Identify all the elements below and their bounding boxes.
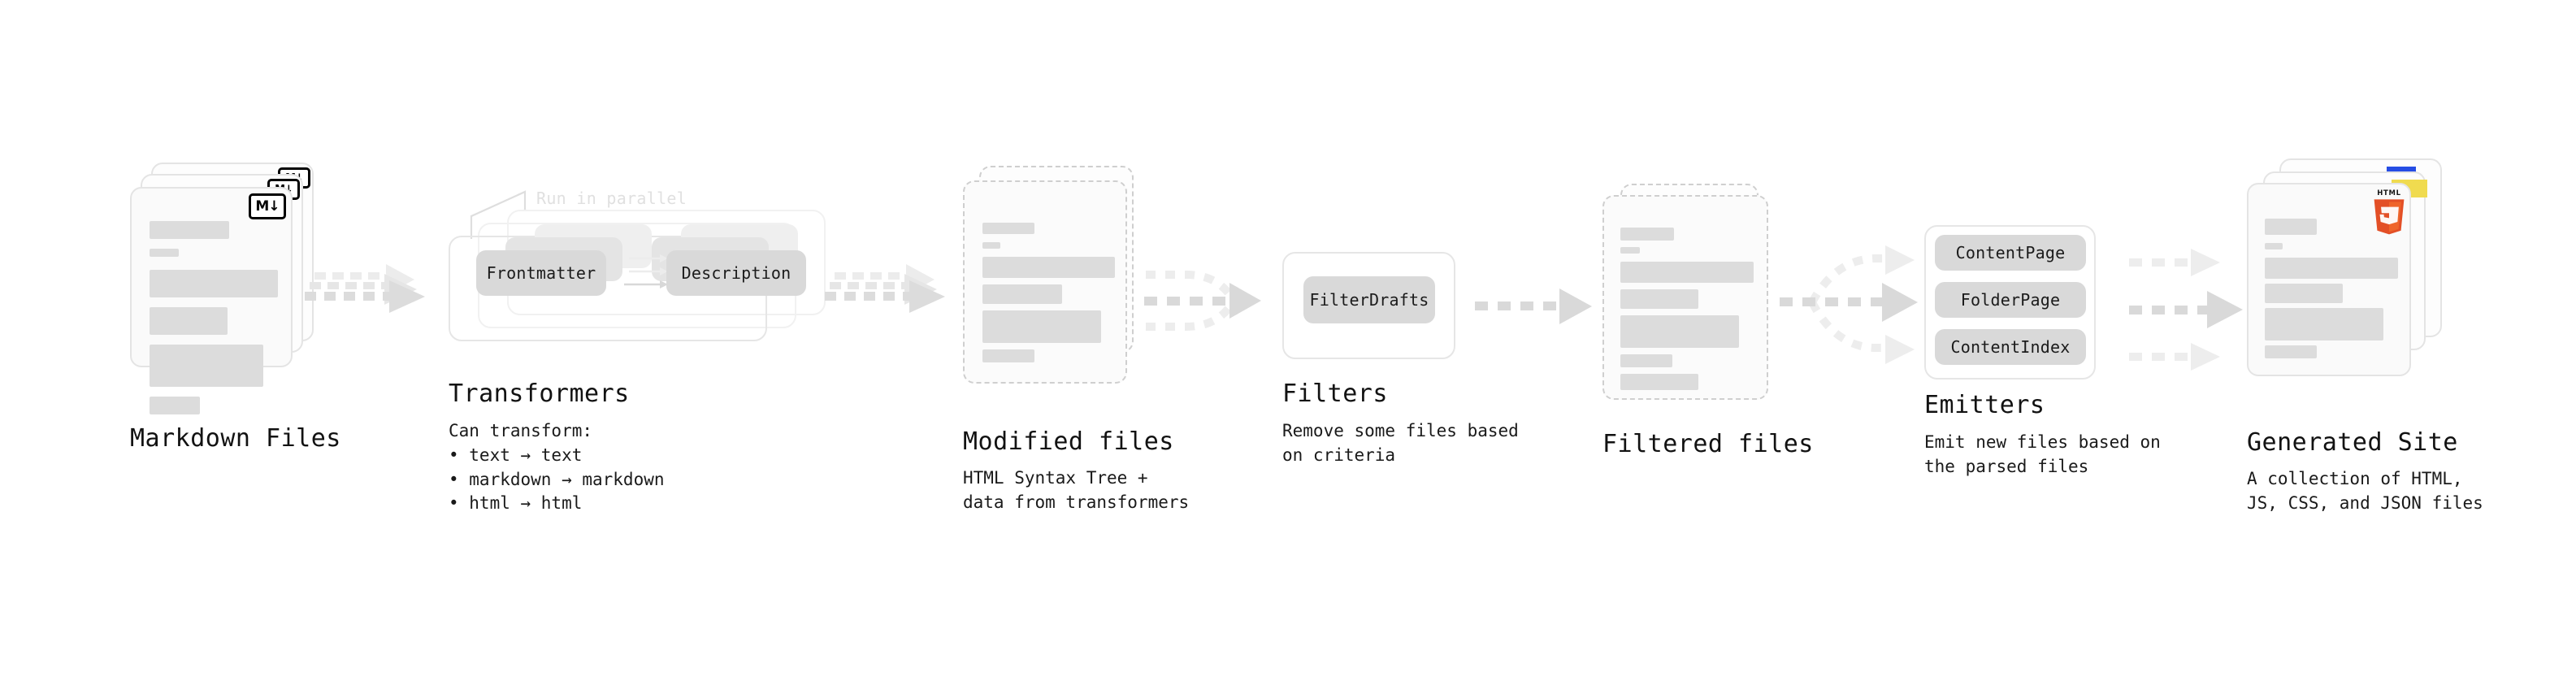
skeleton-bar: [2265, 308, 2383, 340]
transformers-plugin-stack: Run in parallel: [449, 189, 826, 354]
transformer-plugin-frontmatter[interactable]: Frontmatter: [476, 250, 606, 296]
emitter-plugin-label: ContentPage: [1955, 243, 2066, 262]
stage-caption-filters: Remove some files based on criteria: [1282, 421, 1519, 465]
skeleton-bar: [150, 270, 278, 297]
emitter-plugin-label: FolderPage: [1960, 290, 2061, 310]
emitters-plugin-box: ContentPage FolderPage ContentIndex: [1924, 225, 2111, 384]
filtered-doc-front: [1602, 195, 1768, 400]
stage-caption-modified-files: HTML Syntax Tree + data from transformer…: [963, 468, 1190, 512]
emitter-plugin-contentpage[interactable]: ContentPage: [1935, 235, 2086, 271]
skeleton-bar: [1620, 354, 1672, 367]
skeleton-bar: [1620, 289, 1698, 309]
skeleton-bar: [2265, 243, 2283, 249]
stage-title-emitters: Emitters: [1924, 391, 2045, 419]
stage-filters: FilterDrafts: [1282, 252, 1461, 359]
markdown-doc-stack: M↓ M↓ M↓: [130, 163, 317, 414]
transformer-plugin-description[interactable]: Description: [666, 250, 806, 296]
run-in-parallel-leader-line: [470, 190, 527, 239]
filter-plugin-filterdrafts[interactable]: FilterDrafts: [1303, 276, 1435, 323]
stage-modified-files: [963, 166, 1150, 385]
stage-emitters: ContentPage FolderPage ContentIndex: [1924, 225, 2111, 384]
connector-transformers-to-modified: [825, 264, 945, 313]
markdown-icon: M↓: [249, 193, 286, 219]
html5-icon: HTML: [2374, 189, 2405, 235]
skeleton-bar: [2265, 284, 2343, 303]
stage-caption-generated-site: A collection of HTML, JS, CSS, and JSON …: [2247, 469, 2483, 513]
skeleton-bar: [150, 221, 229, 239]
skeleton-bar: [1620, 247, 1640, 254]
skeleton-bar: [1620, 262, 1754, 283]
stage-caption-emitters: Emit new files based on the parsed files: [1924, 432, 2161, 476]
filtered-doc-stack: [1602, 184, 1789, 400]
skeleton-bar: [150, 397, 200, 414]
stage-filtered-files: [1602, 184, 1789, 400]
skeleton-bar: [150, 249, 179, 257]
emitter-plugin-contentindex[interactable]: ContentIndex: [1935, 329, 2086, 365]
skeleton-bar: [1620, 374, 1698, 390]
skeleton-bar: [2265, 258, 2398, 279]
site-doc-stack: HTML: [2247, 158, 2450, 386]
stage-caption-transformers: Can transform: • text → text • markdown …: [449, 421, 665, 514]
skeleton-bar: [1620, 228, 1674, 241]
modified-doc-front: [963, 180, 1127, 384]
stage-title-filtered-files: Filtered files: [1602, 430, 1814, 458]
skeleton-bar: [982, 284, 1062, 304]
skeleton-bar: [1620, 315, 1739, 348]
modified-doc-stack: [963, 166, 1150, 385]
emitter-box: [1924, 225, 2096, 380]
connector-md-to-transformers: [305, 264, 425, 313]
stage-title-markdown-files: Markdown Files: [130, 424, 341, 453]
skeleton-bar: [150, 345, 263, 387]
skeleton-bar: [150, 307, 228, 335]
connector-filtered-to-emitters: [1780, 245, 1918, 364]
skeleton-bar: [982, 223, 1034, 234]
stage-title-modified-files: Modified files: [963, 427, 1174, 456]
svg-text:HTML: HTML: [2377, 189, 2401, 197]
stage-generated-site: HTML: [2247, 158, 2450, 386]
skeleton-bar: [2265, 219, 2317, 235]
connector-filters-to-filtered: [1475, 288, 1592, 324]
connector-modified-to-filters: [1144, 271, 1261, 331]
stage-transformers: Run in parallel: [449, 189, 826, 354]
connector-emitters-to-site: [2129, 249, 2243, 371]
transformer-plugin-label: Frontmatter: [486, 263, 596, 283]
transformer-internal-arrows: [624, 254, 668, 288]
skeleton-bar: [2265, 345, 2317, 358]
filter-box: [1282, 252, 1455, 359]
skeleton-bar: [982, 349, 1034, 362]
run-in-parallel-label: Run in parallel: [536, 189, 687, 208]
transformer-plugin-label: Description: [681, 263, 791, 283]
emitter-plugin-folderpage[interactable]: FolderPage: [1935, 282, 2086, 318]
filters-plugin-box: FilterDrafts: [1282, 252, 1461, 359]
emitter-plugin-label: ContentIndex: [1950, 337, 2071, 357]
skeleton-bar: [982, 242, 1000, 249]
stage-title-transformers: Transformers: [449, 380, 630, 408]
filter-plugin-label: FilterDrafts: [1309, 290, 1429, 310]
stage-title-filters: Filters: [1282, 380, 1388, 408]
stage-markdown-files: M↓ M↓ M↓: [130, 163, 317, 414]
stage-title-generated-site: Generated Site: [2247, 428, 2458, 457]
skeleton-bar: [982, 257, 1115, 278]
skeleton-bar: [982, 310, 1101, 343]
